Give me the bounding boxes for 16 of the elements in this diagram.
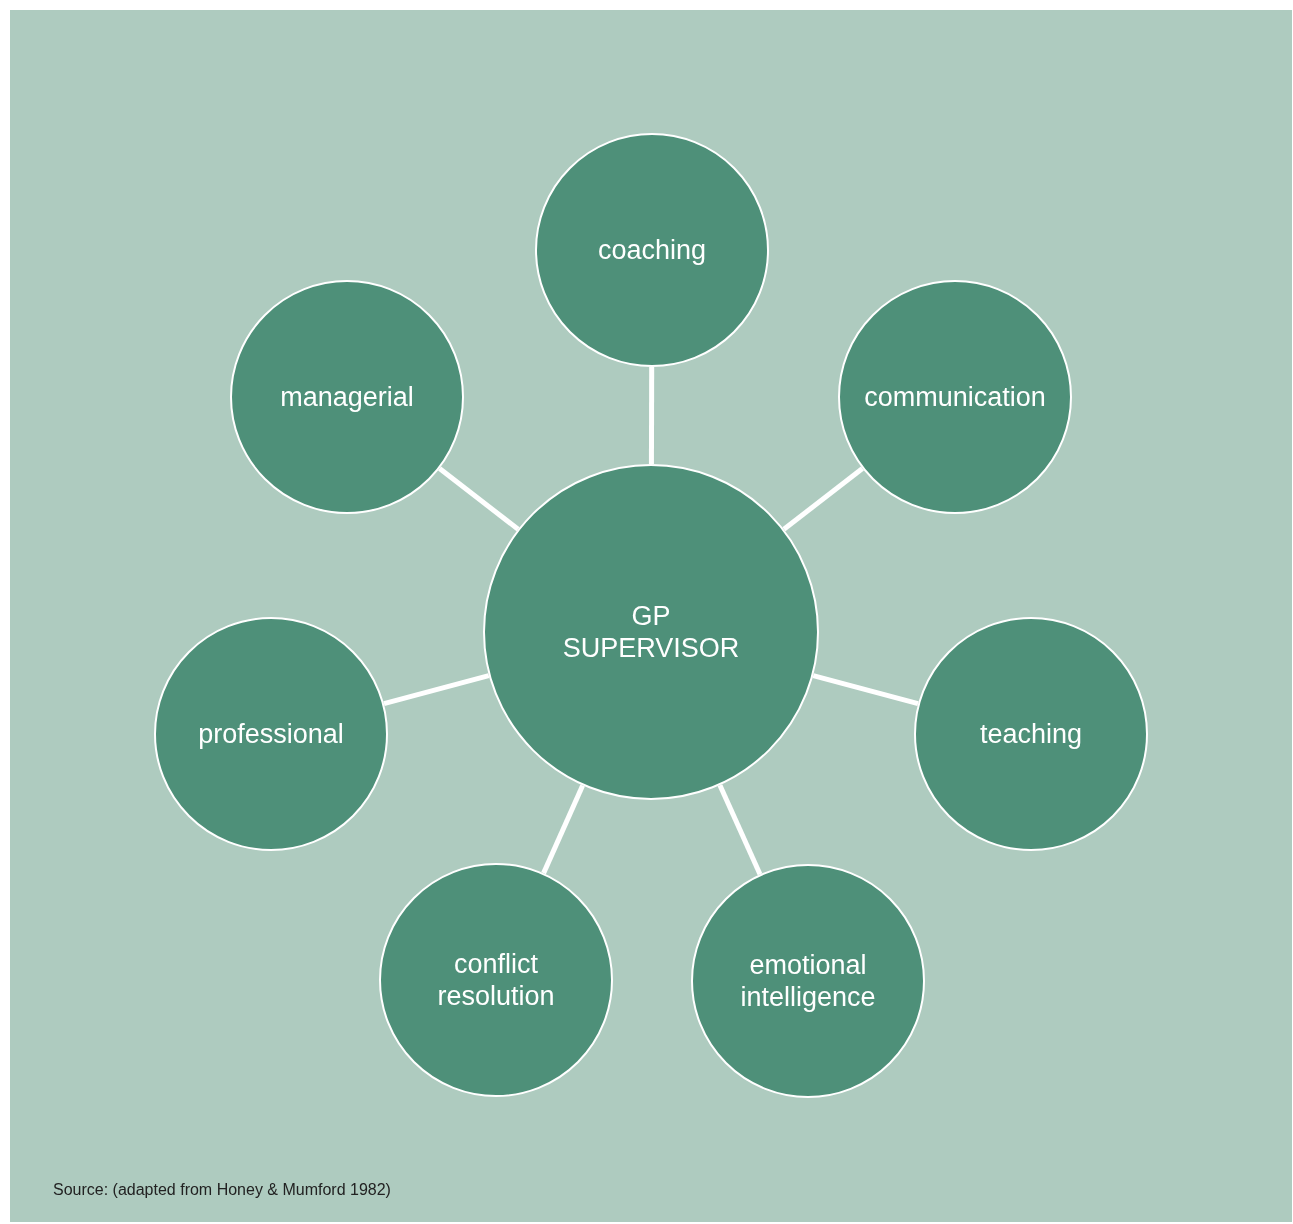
node-label: managerial	[279, 380, 415, 414]
connector-line	[812, 673, 919, 707]
node-label: professional	[197, 717, 345, 751]
node-label: teaching	[978, 717, 1084, 751]
source-caption: Source: (adapted from Honey & Mumford 1982)	[53, 1181, 391, 1199]
node-label: emotional intelligence	[739, 948, 877, 1014]
node-label: coaching	[596, 233, 708, 267]
node-label: GP SUPERVISOR	[561, 599, 741, 665]
connector-line	[541, 784, 585, 875]
connector-line	[648, 367, 655, 464]
connector-line	[438, 466, 520, 532]
connector-line	[383, 673, 490, 707]
node-label: conflict resolution	[436, 947, 556, 1013]
connector-line	[717, 784, 763, 876]
node-label: communication	[863, 380, 1047, 414]
connector-line	[782, 466, 864, 532]
